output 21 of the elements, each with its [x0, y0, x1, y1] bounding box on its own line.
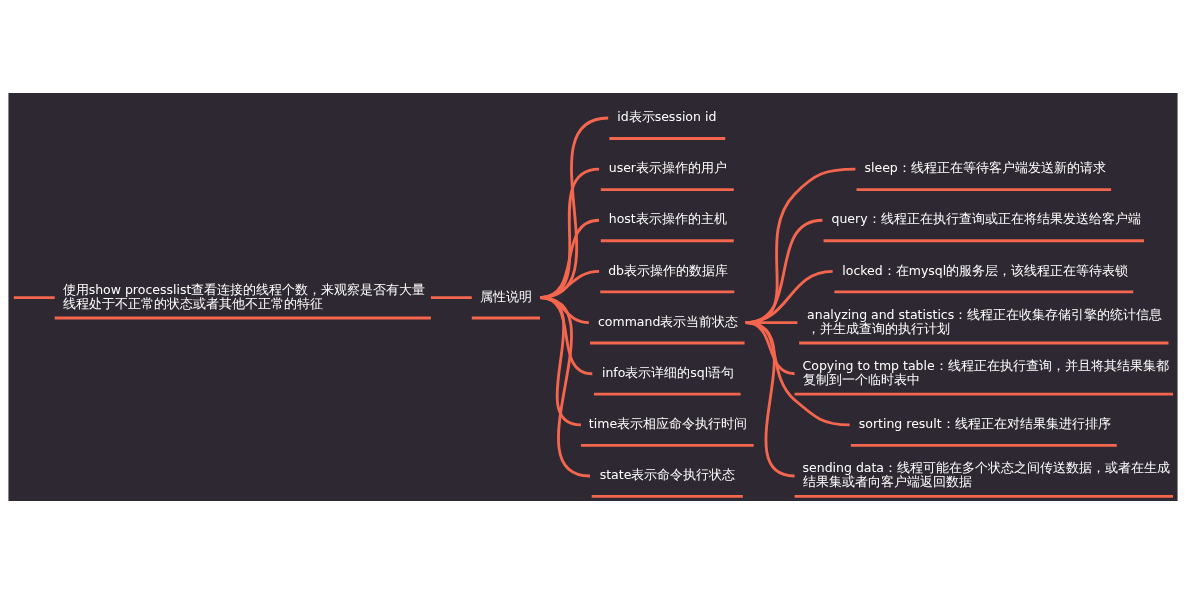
connector	[745, 320, 795, 477]
node-text: command表示当前状态	[597, 313, 739, 329]
node-text: 属性说明	[479, 288, 532, 304]
node-text: sleep：线程正在等待客户端发送新的请求	[864, 159, 1106, 175]
node-text: state表示命令执行状态	[599, 466, 736, 482]
node-text: time表示相应命令执行时间	[588, 415, 748, 431]
node-text: sending data：线程可能在多个状态之间传送数据，或者在生成结果集或者向客户端返回数据	[802, 459, 1171, 489]
node-text: Copying to tmp table：线程正在执行查询，并且将其结果集都复制到一个临时表中	[802, 357, 1169, 387]
connector	[539, 295, 591, 477]
node-text: query：线程正在执行查询或正在将结果发送给客户端	[831, 210, 1141, 226]
node-text: analyzing and statistics：线程正在收集存储引擎的统计信息，并生成查询的执行计划	[807, 306, 1163, 336]
connector	[430, 295, 472, 299]
connector	[13, 295, 55, 299]
node-text: db表示操作的数据库	[608, 262, 729, 278]
node-text: user表示操作的用户	[608, 159, 728, 175]
node-text: 使用show processlist查看连接的线程个数，来观察是否有大量线程处于不正常的状态或者其他不正常的特征	[62, 281, 426, 311]
node-text: locked：在mysql的服务层，该线程正在等待表锁	[842, 262, 1129, 278]
node-text: host表示操作的主机	[608, 210, 727, 226]
node-text: id表示session id	[617, 108, 717, 124]
node-text: info表示详细的sql语句	[601, 364, 735, 380]
node-text: sorting result：线程正在对结果集进行排序	[858, 415, 1111, 431]
